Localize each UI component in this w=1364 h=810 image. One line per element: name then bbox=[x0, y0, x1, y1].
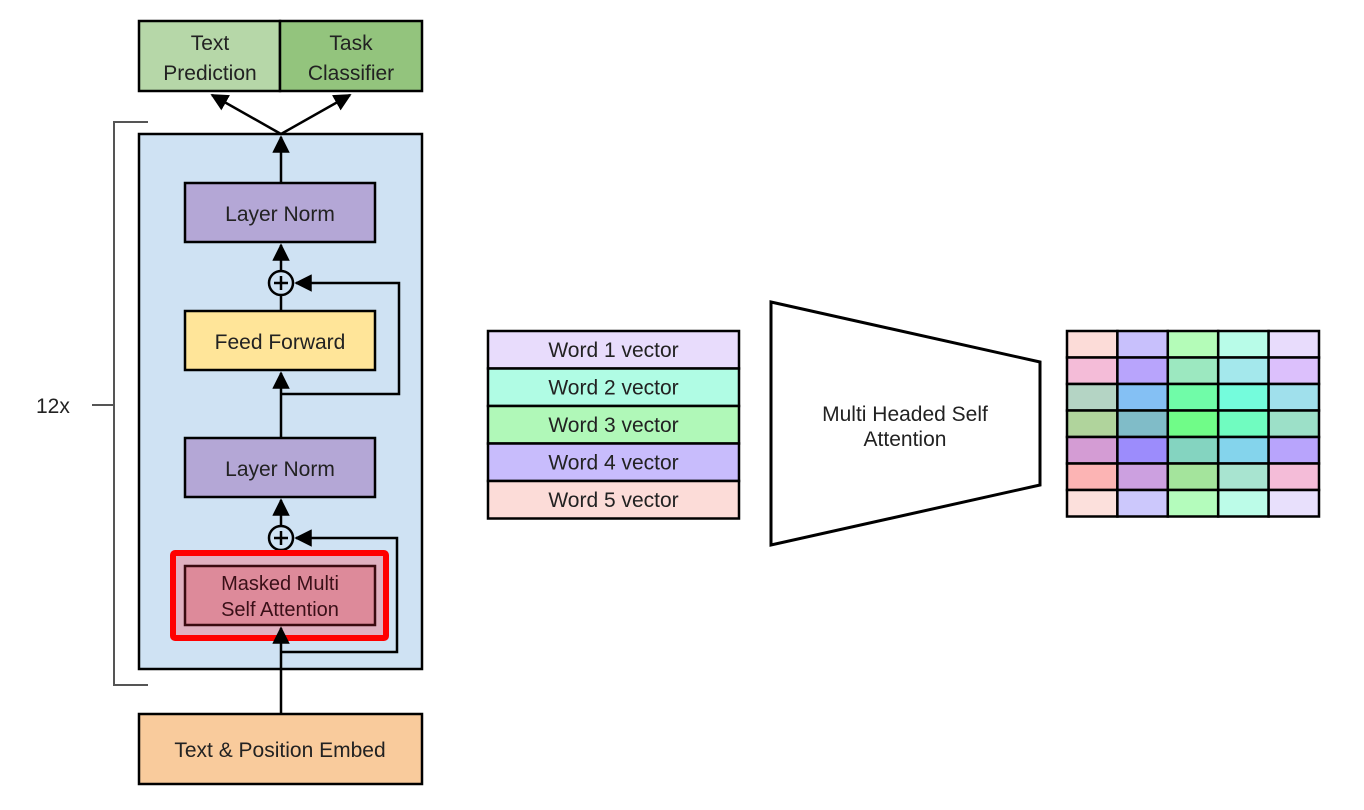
grid-cell bbox=[1216, 435, 1270, 465]
grid-cell bbox=[1166, 409, 1220, 439]
grid-cell bbox=[1065, 356, 1119, 386]
grid-cell bbox=[1065, 488, 1119, 518]
task-classifier-line1: Task bbox=[329, 32, 373, 55]
task-classifier-head: Task Classifier bbox=[278, 19, 424, 93]
grid-cell bbox=[1065, 462, 1119, 492]
grid-cell bbox=[1267, 488, 1321, 518]
grid-cell bbox=[1216, 409, 1270, 439]
grid-cell bbox=[1166, 329, 1220, 359]
grid-cell bbox=[1116, 329, 1170, 359]
word-vector-label: Word 1 vector bbox=[548, 339, 678, 362]
grid-cell bbox=[1116, 462, 1170, 492]
attention-label-line1: Multi Headed Self bbox=[822, 403, 988, 426]
word-vector-label: Word 5 vector bbox=[548, 489, 678, 512]
grid-cell bbox=[1116, 356, 1170, 386]
grid-cell bbox=[1267, 462, 1321, 492]
task-classifier-line2: Classifier bbox=[308, 62, 394, 85]
masked-self-attention: Masked Multi Self Attention bbox=[170, 550, 389, 641]
grid-cell bbox=[1166, 356, 1220, 386]
word-vector-4: Word 4 vector bbox=[486, 442, 741, 483]
grid-cell bbox=[1065, 409, 1119, 439]
attention-output-grid bbox=[1065, 329, 1321, 518]
word-vector-label: Word 2 vector bbox=[548, 377, 678, 400]
grid-cell bbox=[1267, 435, 1321, 465]
word-vector-1: Word 1 vector bbox=[486, 329, 741, 370]
masked-attention-line1: Masked Multi bbox=[221, 573, 339, 595]
grid-cell bbox=[1267, 409, 1321, 439]
grid-cell bbox=[1216, 488, 1270, 518]
word-vector-2: Word 2 vector bbox=[486, 367, 741, 408]
grid-cell bbox=[1065, 435, 1119, 465]
grid-cell bbox=[1065, 382, 1119, 412]
grid-cell bbox=[1216, 382, 1270, 412]
layer-norm-top-label: Layer Norm bbox=[225, 203, 335, 226]
word-vector-3: Word 3 vector bbox=[486, 404, 741, 445]
word-vector-5: Word 5 vector bbox=[486, 479, 741, 520]
residual-add-bottom-icon bbox=[267, 524, 295, 552]
skip-connection-bottom bbox=[281, 529, 399, 654]
grid-cell bbox=[1065, 329, 1119, 359]
arrow-to-text-prediction bbox=[210, 93, 282, 136]
embed-label: Text & Position Embed bbox=[174, 739, 385, 762]
feed-forward: Feed Forward bbox=[183, 309, 377, 372]
layer-norm-top: Layer Norm bbox=[183, 181, 377, 244]
skip-connection-top bbox=[281, 274, 401, 396]
grid-cell bbox=[1216, 356, 1270, 386]
word-vector-label: Word 4 vector bbox=[548, 452, 678, 475]
grid-cell bbox=[1267, 356, 1321, 386]
text-position-embed: Text & Position Embed bbox=[137, 712, 424, 786]
grid-cell bbox=[1216, 329, 1270, 359]
grid-cell bbox=[1116, 488, 1170, 518]
text-prediction-line1: Text bbox=[191, 32, 230, 55]
grid-cell bbox=[1166, 488, 1220, 518]
text-prediction-line2: Prediction bbox=[163, 62, 256, 85]
residual-add-top-icon bbox=[267, 269, 295, 297]
grid-cell bbox=[1116, 382, 1170, 412]
grid-cell bbox=[1216, 462, 1270, 492]
feed-forward-label: Feed Forward bbox=[215, 331, 346, 354]
grid-cell bbox=[1166, 462, 1220, 492]
layer-norm-bottom-label: Layer Norm bbox=[225, 458, 335, 481]
attention-label-line2: Attention bbox=[864, 428, 947, 451]
repeat-bracket bbox=[92, 121, 148, 686]
grid-cell bbox=[1166, 435, 1220, 465]
arrow-to-task-classifier bbox=[280, 93, 352, 136]
grid-cell bbox=[1116, 409, 1170, 439]
multi-headed-attention: Multi Headed Self Attention bbox=[769, 300, 1042, 547]
grid-cell bbox=[1267, 382, 1321, 412]
grid-cell bbox=[1267, 329, 1321, 359]
grid-cell bbox=[1166, 382, 1220, 412]
repeat-label: 12x bbox=[36, 395, 70, 418]
grid-cell bbox=[1116, 435, 1170, 465]
text-prediction-head: Text Prediction bbox=[137, 19, 282, 93]
masked-attention-line2: Self Attention bbox=[221, 599, 339, 621]
layer-norm-bottom: Layer Norm bbox=[183, 436, 377, 499]
word-vector-label: Word 3 vector bbox=[548, 414, 678, 437]
